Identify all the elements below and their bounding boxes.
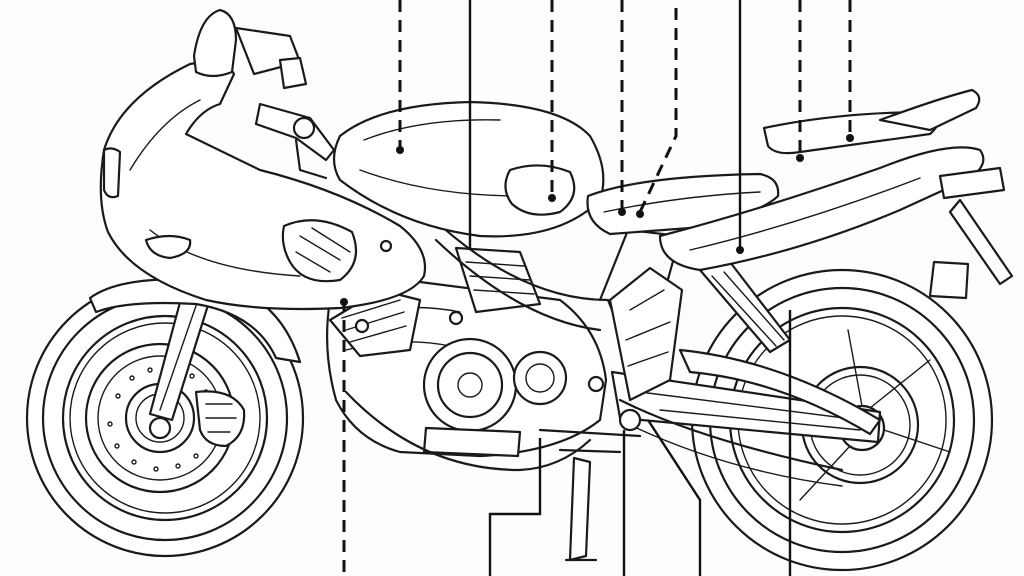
engine <box>325 246 608 472</box>
frame <box>428 214 684 402</box>
tail-light <box>938 166 1006 200</box>
tank-knee-pad <box>504 164 576 216</box>
cockpit <box>192 8 336 180</box>
chain-guard <box>678 348 882 436</box>
fuel-tank <box>332 100 605 238</box>
front-fairing <box>99 61 427 311</box>
fairing-air-vent <box>281 219 358 283</box>
seat <box>586 172 780 236</box>
side-stand <box>568 456 592 562</box>
license-plate-bracket <box>948 198 1014 286</box>
leader-swingarm-pivot <box>646 419 702 576</box>
leader-seat-rear <box>638 8 678 213</box>
leader-foot-control <box>488 438 542 576</box>
callout-leaders <box>340 0 854 576</box>
exhaust-pipe <box>344 390 592 472</box>
rear-cylinder <box>454 246 542 314</box>
oil-pan <box>422 426 522 458</box>
headlight <box>102 147 122 199</box>
sprocket-cover <box>512 350 568 406</box>
grab-rail <box>878 88 981 132</box>
swingarm <box>610 348 882 487</box>
rear-muffler-end <box>928 260 970 300</box>
drive-chain <box>618 398 844 472</box>
rear-frame-plate <box>608 266 684 402</box>
mirror <box>192 8 238 78</box>
turn-signal <box>144 234 192 260</box>
brake-fluid-reservoir <box>278 56 308 90</box>
